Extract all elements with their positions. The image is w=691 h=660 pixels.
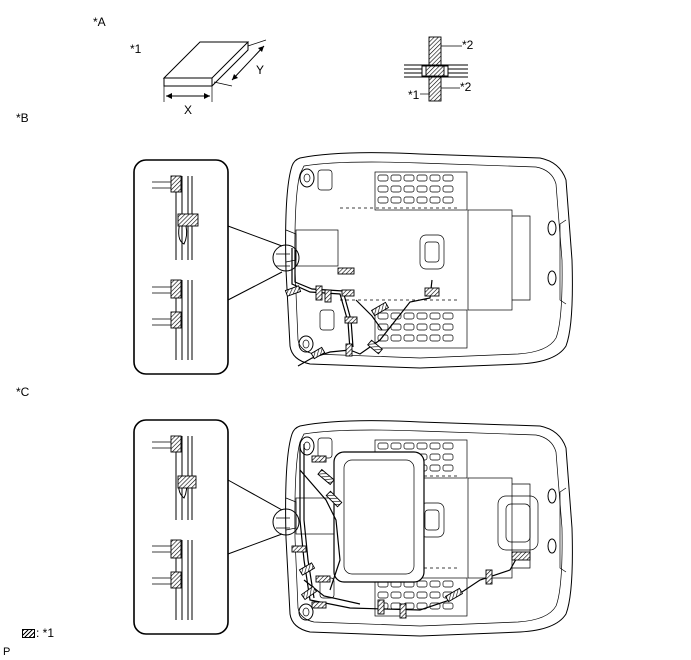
label-section-1: *1 <box>408 88 420 102</box>
page-mark: P <box>3 646 11 658</box>
label-tape-1: *1 <box>130 42 142 56</box>
roof-headliner-view <box>276 152 573 369</box>
label-a: *A <box>93 15 106 29</box>
hatched-tape-icon <box>22 629 35 638</box>
label-section-2-top: *2 <box>462 38 474 52</box>
label-section-2-bottom: *2 <box>460 80 472 94</box>
label-c: *C <box>16 385 30 399</box>
detail-panel-b <box>133 159 300 375</box>
detail-panel-c <box>133 419 300 635</box>
label-x: X <box>184 103 193 117</box>
legend-label: : *1 <box>36 626 55 640</box>
label-y: Y <box>256 63 265 77</box>
roof-headliner-view-sunroof <box>276 420 573 637</box>
tape-dimension-figure <box>162 39 267 102</box>
tape-section-icon <box>404 36 468 102</box>
label-b: *B <box>16 111 29 125</box>
